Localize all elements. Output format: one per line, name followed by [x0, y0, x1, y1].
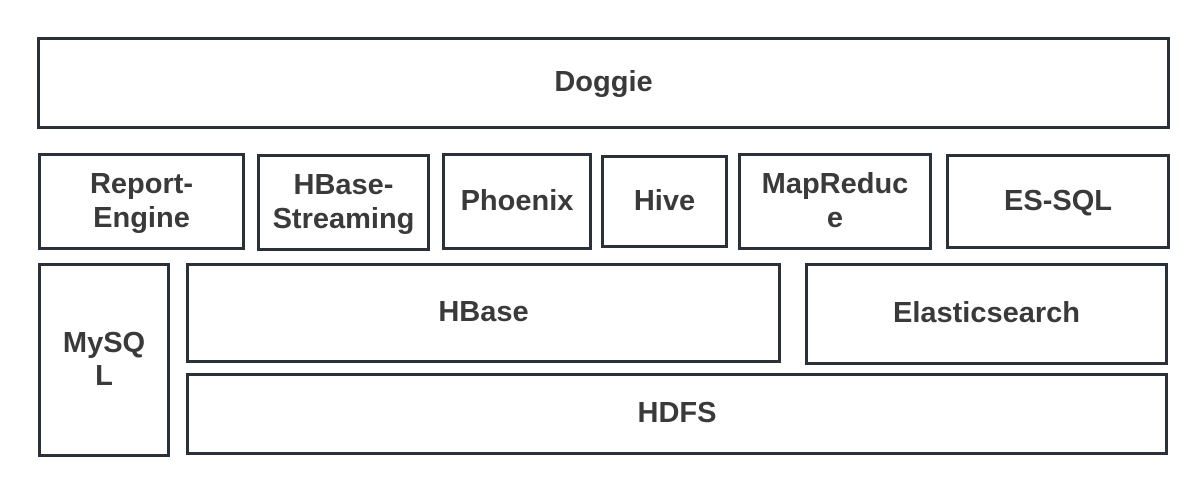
node-mapreduce-label: MapReduce — [761, 168, 909, 234]
node-hdfs: HDFS — [186, 373, 1168, 455]
node-hbase-label: HBase — [438, 296, 529, 329]
node-hive-label: Hive — [633, 184, 696, 217]
node-hbase-streaming: HBase-Streaming — [257, 154, 430, 251]
node-elasticsearch-label: Elasticsearch — [892, 297, 1080, 330]
node-phoenix-label: Phoenix — [460, 184, 574, 217]
node-mysql-label: MySQL — [62, 326, 146, 392]
node-hive: Hive — [601, 155, 728, 248]
node-mysql: MySQL — [38, 263, 170, 457]
node-mapreduce: MapReduce — [738, 153, 932, 250]
node-hbase-streaming-label: HBase-Streaming — [272, 169, 415, 235]
node-hdfs-label: HDFS — [637, 397, 717, 430]
node-phoenix: Phoenix — [442, 153, 592, 250]
node-report-engine-label: Report-Engine — [89, 168, 194, 234]
node-es-sql-label: ES-SQL — [1004, 184, 1112, 217]
node-es-sql: ES-SQL — [946, 154, 1170, 249]
node-doggie: Doggie — [37, 37, 1170, 129]
node-hbase: HBase — [186, 263, 781, 363]
node-report-engine: Report-Engine — [38, 153, 245, 250]
node-elasticsearch: Elasticsearch — [805, 263, 1168, 365]
node-doggie-label: Doggie — [554, 66, 653, 99]
